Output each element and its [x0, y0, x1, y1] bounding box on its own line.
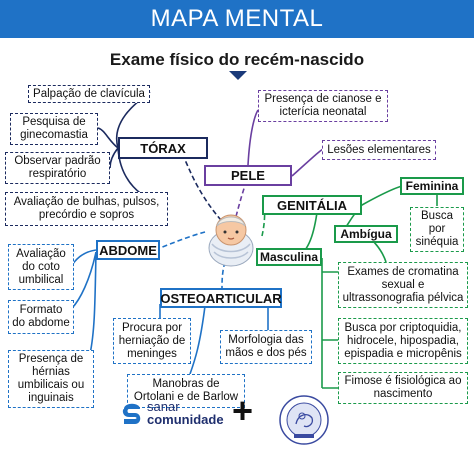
sanar-icon: [122, 403, 141, 424]
pele-item: Presença de cianose e icterícia neonatal: [258, 90, 388, 122]
page-title: Exame físico do recém-nascido: [109, 50, 365, 69]
hub-osteoarticular: OSTEOARTICULAR: [160, 288, 282, 308]
hub-genitalia: GENITÁLIA: [262, 195, 362, 215]
banner-title: MAPA MENTAL: [0, 0, 474, 38]
osteoarticular-item: Procura por herniação de meninges: [113, 318, 191, 364]
brand-line2: comunidade: [147, 412, 224, 427]
genitalia-feminina: Feminina: [400, 177, 464, 195]
abdome-item: Formato do abdome: [8, 300, 74, 334]
hub-torax: TÓRAX: [118, 137, 208, 159]
masculina-item: Fimose é fisiológica ao nascimento: [338, 372, 468, 404]
abdome-item: Avaliação do coto umbilical: [8, 244, 74, 290]
title-pointer: [229, 71, 247, 80]
torax-item: Avaliação de bulhas, pulsos, precórdio e…: [5, 192, 168, 226]
genitalia-masculina: Masculina: [256, 248, 322, 266]
brand-line1: sanar: [147, 399, 180, 414]
hub-abdome: ABDOME: [96, 240, 160, 260]
newborn-baby-icon: [200, 208, 262, 273]
abdome-item: Presença de hérnias umbilicais ou inguin…: [8, 350, 94, 408]
torax-item: Palpação de clavícula: [28, 85, 150, 103]
hub-pele: PELE: [204, 165, 292, 186]
feminina-item: Busca por sinéquia: [410, 207, 464, 252]
torax-item: Pesquisa de ginecomastia: [10, 113, 98, 145]
association-seal-icon: [278, 394, 330, 451]
osteoarticular-item: Morfologia das mãos e dos pés: [220, 330, 312, 364]
plus-sign: +: [232, 390, 254, 431]
ambigua-item: Exames de cromatina sexual e ultrassonog…: [338, 262, 468, 308]
osteoarticular-item: Manobras de Ortolani e de Barlow: [127, 374, 245, 408]
masculina-item: Busca por criptoquidia, hidrocele, hipos…: [338, 318, 468, 364]
genitalia-ambigua: Ambígua: [334, 225, 398, 243]
pele-item: Lesões elementares: [322, 140, 436, 160]
sanar-logo: sanar comunidade: [121, 400, 224, 426]
torax-item: Observar padrão respiratório: [5, 152, 110, 184]
